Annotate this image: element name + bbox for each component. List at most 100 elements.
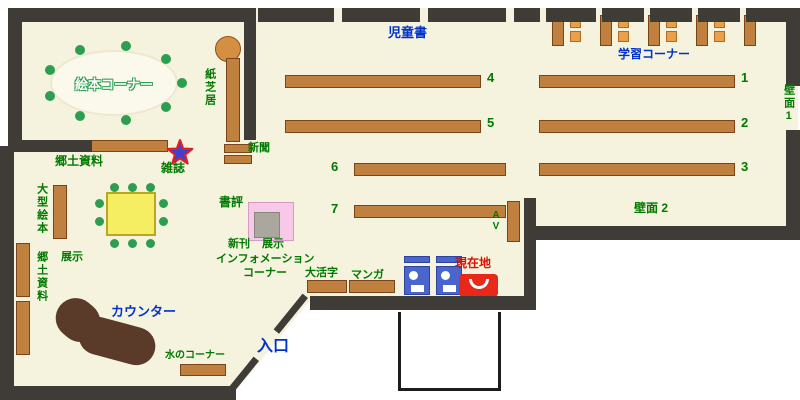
terminal-screen-icon <box>409 271 418 280</box>
wall-segment <box>244 8 256 140</box>
label-newspaper: 新聞 <box>248 142 270 154</box>
smile-shape <box>468 279 489 289</box>
shelf-number-4: 4 <box>487 70 495 85</box>
terminal-top <box>404 256 430 263</box>
label-exhibit-display: 展示 <box>262 238 284 250</box>
av-shelf <box>507 201 520 242</box>
seat-dot <box>45 65 55 75</box>
large-print-shelf <box>307 280 347 293</box>
opac-terminal <box>404 266 430 295</box>
label-water-corner: 水のコーナー <box>165 350 225 361</box>
wall-segment <box>8 140 92 152</box>
seat-dot <box>45 91 55 101</box>
seat-dot <box>110 239 119 248</box>
seat-dot <box>95 199 104 208</box>
wall-segment <box>602 8 644 22</box>
wall-segment <box>786 8 800 86</box>
label-entrance: 入口 <box>257 338 290 355</box>
shelf-row-1 <box>539 75 735 88</box>
label-manga: マンガ <box>351 269 384 281</box>
label-large-picture-books: 大型絵本 <box>35 183 48 235</box>
shelf-row-6 <box>354 163 506 176</box>
seat-dot <box>159 217 168 226</box>
magazine-star-icon <box>166 139 194 165</box>
wall-segment-2 <box>530 226 798 240</box>
seat-dot <box>128 239 137 248</box>
wall-segment <box>524 198 536 310</box>
label-study-corner: 学習コーナー <box>618 47 691 61</box>
study-chair <box>618 31 629 42</box>
picture-book-oval-table: 絵本コーナー <box>50 50 178 116</box>
exhibit-wall-shelf <box>16 243 30 297</box>
study-chair <box>570 31 581 42</box>
label-picture-book-corner: 絵本コーナー <box>74 76 153 92</box>
terminal-top <box>436 256 462 263</box>
label-magazines: 雑誌 <box>161 161 186 175</box>
wall-segment <box>8 386 236 400</box>
water-corner-shelf <box>180 364 226 376</box>
wall-segment <box>310 296 536 310</box>
seat-dot <box>110 183 119 192</box>
seat-dot <box>146 239 155 248</box>
shelf-number-6: 6 <box>331 159 339 174</box>
shelf-number-3: 3 <box>741 159 749 174</box>
wall-segment <box>650 8 692 22</box>
shelf-row-7 <box>354 205 506 218</box>
label-wall-1: 壁面1 <box>782 84 795 124</box>
shelf-number-5: 5 <box>487 115 495 130</box>
seat-dot <box>177 78 187 88</box>
local-history-shelf <box>90 140 168 152</box>
opac-terminal <box>436 266 462 295</box>
shelf-row-5 <box>285 120 481 133</box>
wall-segment <box>258 8 334 22</box>
shelf-number-1: 1 <box>741 70 749 85</box>
seat-dot <box>75 45 85 55</box>
newspaper-shelf <box>224 144 252 153</box>
wall-segment <box>342 8 420 22</box>
seat-dot <box>128 183 137 192</box>
reading-table <box>106 192 156 236</box>
label-new-arrivals: 新刊 <box>228 238 250 250</box>
terminal-tray-icon <box>443 285 456 292</box>
label-local-history-upper: 郷土資料 <box>55 154 104 168</box>
label-wall-2: 壁面 2 <box>634 201 669 215</box>
seat-dot <box>161 54 171 64</box>
wall-segment <box>514 8 540 22</box>
newspaper-shelf <box>224 155 252 164</box>
label-local-history-lower: 郷土資料 <box>35 251 48 303</box>
label-counter: カウンター <box>111 304 177 319</box>
stairwell-outline <box>398 312 501 391</box>
label-book-review: 書評 <box>219 195 244 209</box>
label-large-print: 大活字 <box>305 267 338 279</box>
wall-segment <box>786 130 800 240</box>
shelf-row-4 <box>285 75 481 88</box>
seat-dot <box>146 183 155 192</box>
large-picture-book-shelf <box>53 185 67 239</box>
manga-shelf <box>349 280 395 293</box>
seat-dot <box>161 102 171 112</box>
shelf-number-7: 7 <box>331 201 339 216</box>
wall-segment <box>8 8 22 152</box>
wall-segment <box>0 146 14 400</box>
label-av: AV <box>490 210 502 232</box>
seat-dot <box>121 115 131 125</box>
terminal-screen-icon <box>441 271 450 280</box>
seat-dot <box>159 199 168 208</box>
seat-dot <box>121 41 131 51</box>
label-information-line1: インフォメーション <box>216 253 315 265</box>
wall-segment <box>698 8 740 22</box>
seat-dot <box>75 111 85 121</box>
shelf-number-2: 2 <box>741 115 749 130</box>
shelf-row-2 <box>539 120 735 133</box>
wall-segment <box>746 8 798 22</box>
study-chair <box>714 31 725 42</box>
terminal-tray-icon <box>411 285 424 292</box>
shelf-row-3 <box>539 163 735 176</box>
label-exhibit-left: 展示 <box>61 251 83 263</box>
wall-segment <box>546 8 596 22</box>
label-current-location: 現在地 <box>455 256 492 270</box>
seat-dot <box>95 217 104 226</box>
label-childrens-books: 児童書 <box>388 25 428 40</box>
label-information-line2: コーナー <box>243 267 287 279</box>
